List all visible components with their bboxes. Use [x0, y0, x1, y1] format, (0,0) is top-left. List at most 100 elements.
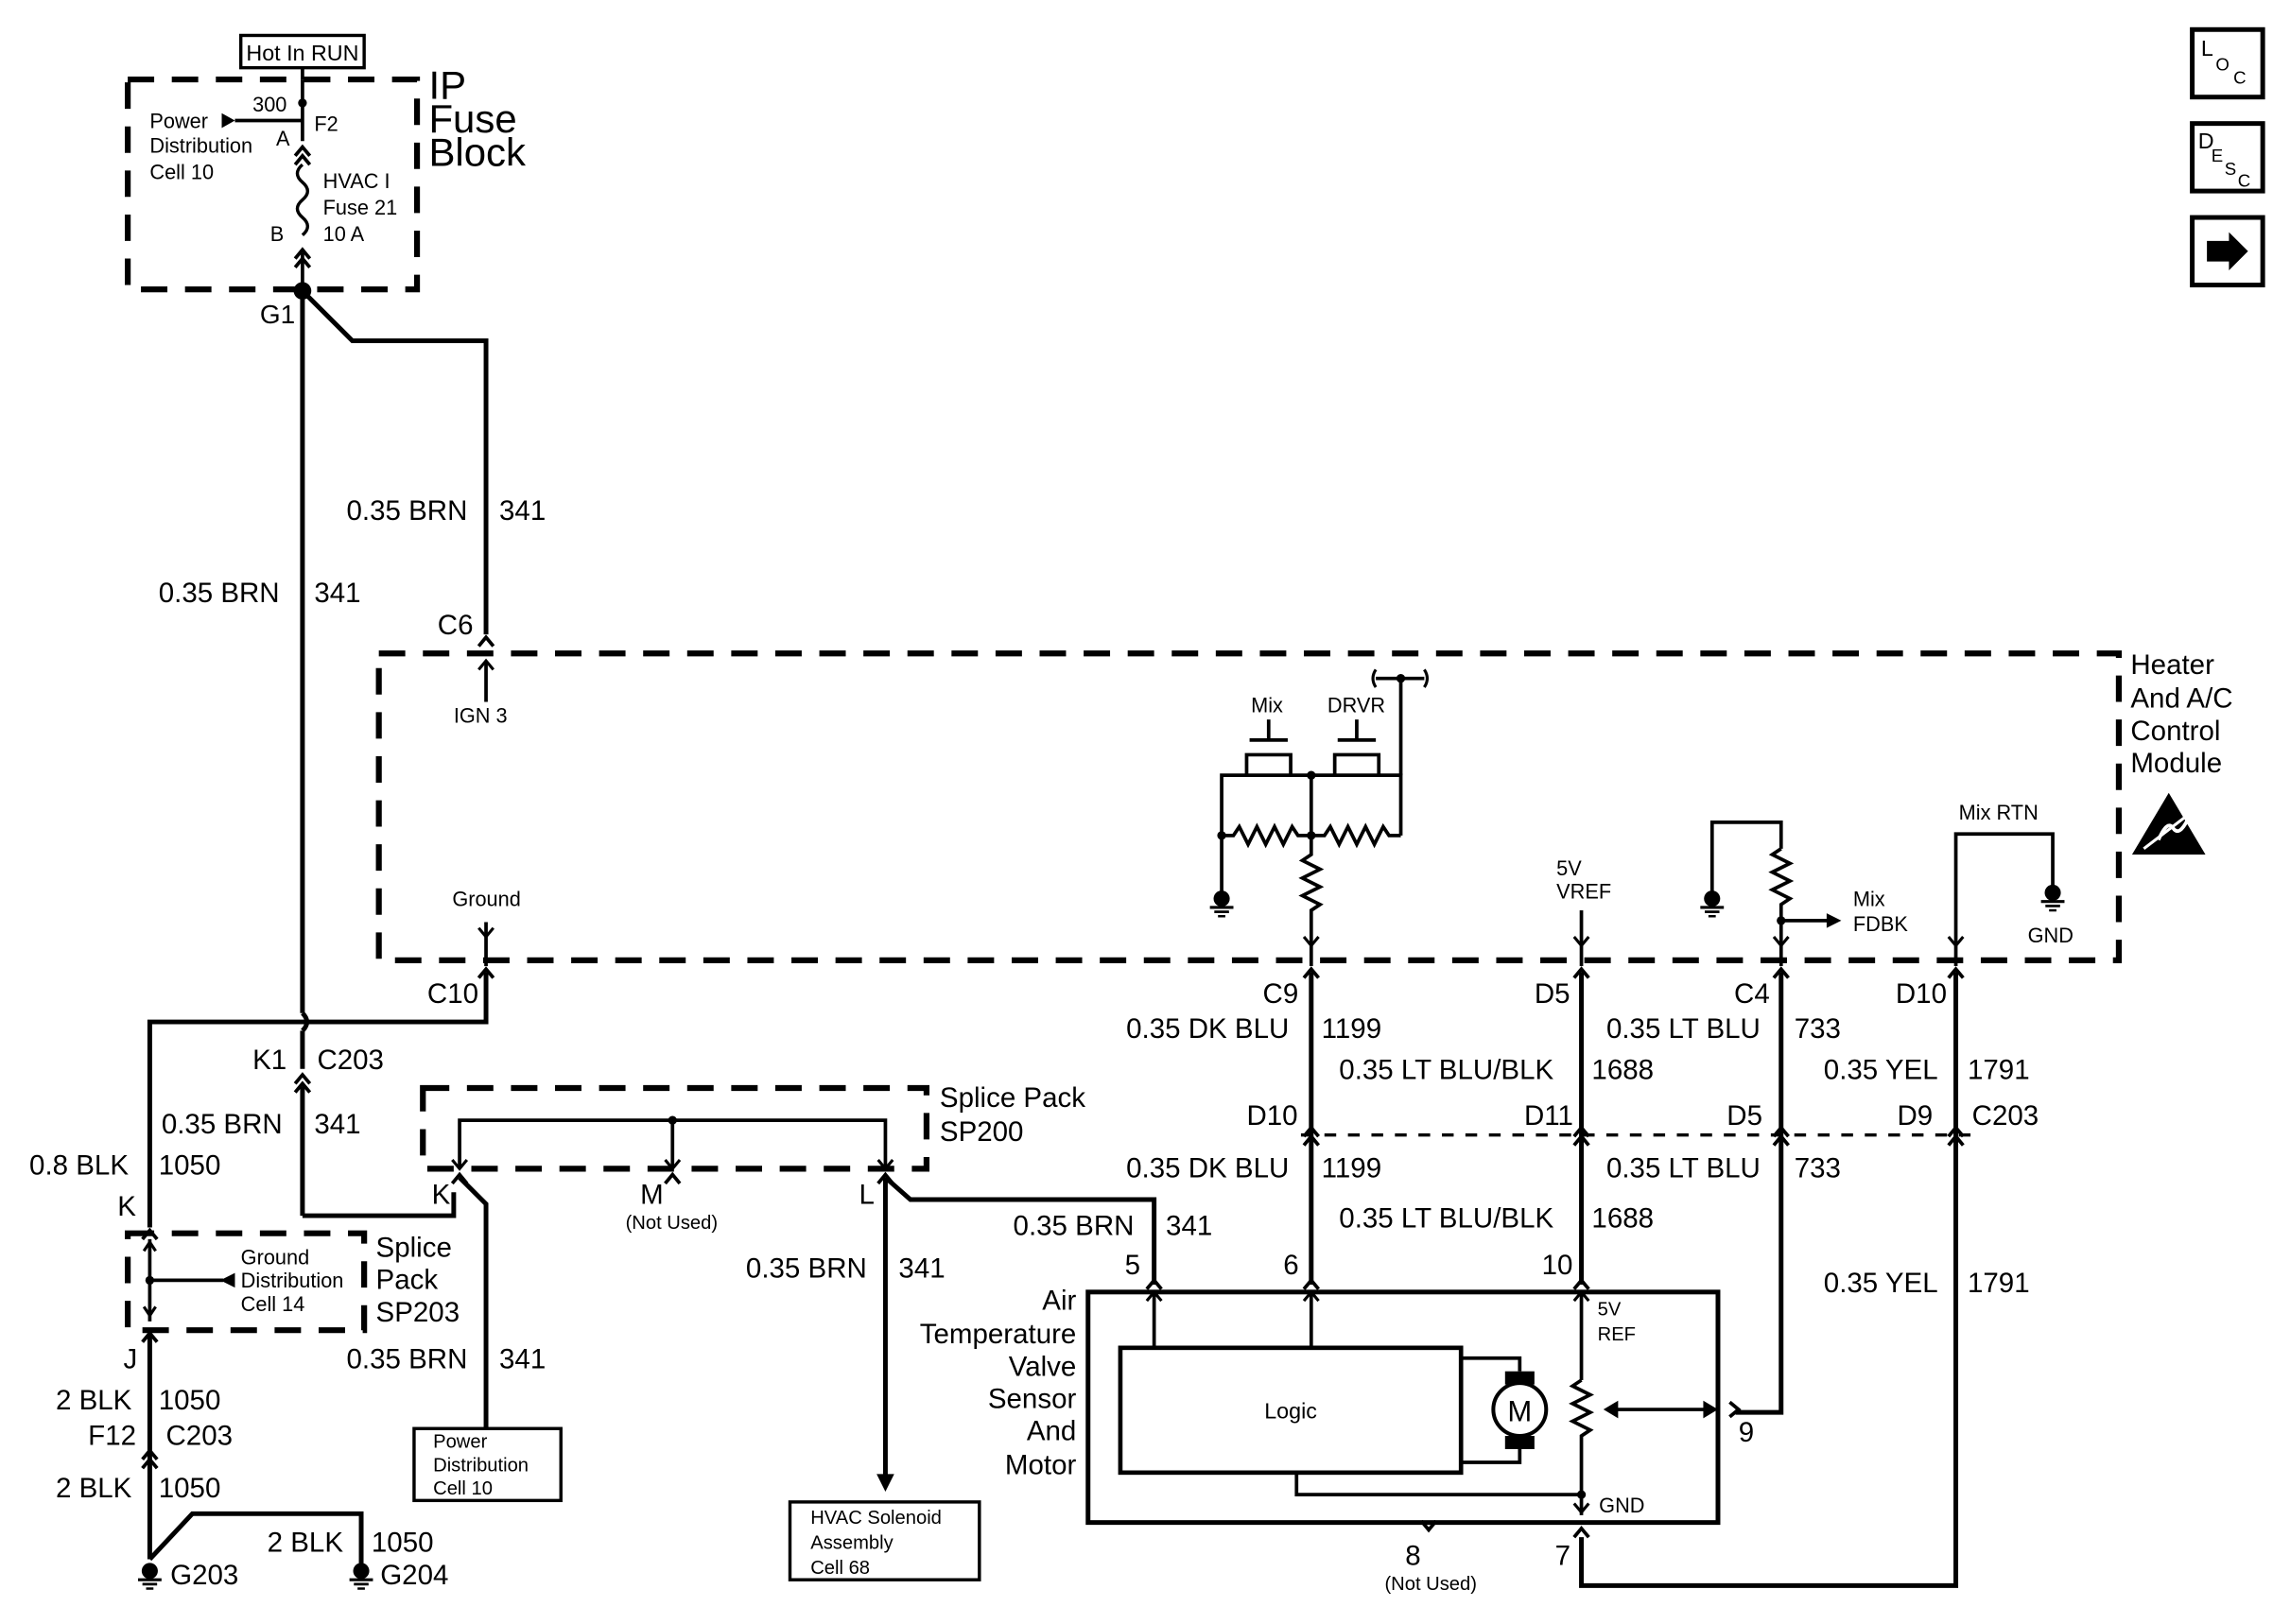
actuator-gnd-label: GND: [1599, 1494, 1644, 1517]
pin-c6: C6: [438, 610, 474, 641]
loc-button[interactable]: L O C: [2190, 26, 2265, 100]
power-dist-label-3: Cell 10: [149, 161, 214, 184]
fuse-label-1: HVAC I: [323, 169, 390, 193]
wire-circuit-1050-d: 1050: [372, 1528, 434, 1559]
wire-gauge-yel-upper: 0.35 YEL: [1824, 1055, 1938, 1086]
mix-label: Mix: [1251, 693, 1283, 717]
pin-d9-c203: D9: [1897, 1100, 1933, 1132]
sp203-title-3: SP203: [376, 1297, 460, 1328]
actuator-pin-8: 8: [1405, 1541, 1420, 1572]
desc-letter-c: C: [2238, 170, 2250, 190]
power-distribution-box[interactable]: [412, 1426, 563, 1503]
hvac-solenoid-box[interactable]: [788, 1500, 981, 1581]
hvac-control-module: Heater And A/C Control Module C6 IGN 3 G…: [375, 610, 2233, 1010]
arrow-right-icon: [1826, 913, 1842, 928]
pin-d5-c203: D5: [1726, 1100, 1762, 1132]
wire-gauge-brn-main: 0.35 BRN: [159, 578, 280, 609]
fuse-block-outline: [125, 76, 421, 293]
arrow-right-icon: [1703, 1400, 1718, 1419]
wire-gauge-2-blk-a: 2 BLK: [56, 1385, 132, 1416]
ground-icon: [348, 1561, 375, 1591]
pin-j-sp203: J: [123, 1344, 137, 1375]
wire-gauge-ltblu-upper: 0.35 LT BLU: [1606, 1013, 1761, 1045]
pin-k-sp203: K: [117, 1191, 136, 1222]
actuator-title-1: Air: [1042, 1285, 1076, 1316]
sp203-ground-dist-2: Distribution: [241, 1269, 344, 1292]
fuse-block-title-2: Fuse: [428, 96, 516, 141]
module-gnd-label: GND: [2028, 924, 2073, 947]
arrow-down-icon: [876, 1474, 894, 1493]
connector-c203-f12: C203: [165, 1420, 233, 1451]
desc-letter-e: E: [2212, 146, 2223, 165]
sp203-title-2: Pack: [376, 1265, 439, 1296]
loc-letter-c: C: [2233, 68, 2246, 88]
power-dist-box-label-2: Distribution: [433, 1455, 529, 1476]
wire-circuit-1050-a: 1050: [159, 1150, 221, 1182]
mix-fdbk-label-2: FDBK: [1853, 912, 1908, 936]
mix-rtn-label: Mix RTN: [1959, 801, 2039, 824]
connector-c203-label: C203: [1972, 1100, 2039, 1132]
wire-gauge-brn-act: 0.35 BRN: [1014, 1210, 1135, 1241]
desc-letter-d: D: [2198, 129, 2214, 153]
wire-gauge-2-blk-c: 2 BLK: [268, 1528, 344, 1559]
wire-circuit-1791-upper: 1791: [1968, 1055, 2030, 1086]
wire-gauge-brn-c6: 0.35 BRN: [347, 495, 468, 527]
esd-warning-icon: [2131, 792, 2206, 855]
power-dist-label-1: Power: [149, 109, 208, 132]
actuator-title-3: Valve: [1009, 1351, 1077, 1382]
logic-label: Logic: [1264, 1398, 1317, 1423]
wire-circuit-341-pdc: 341: [499, 1344, 546, 1375]
pin-f12: F12: [88, 1420, 136, 1451]
pin-k1: K1: [252, 1045, 286, 1076]
fuse-label-3: 10 A: [323, 222, 365, 246]
drvr-label: DRVR: [1327, 693, 1385, 717]
sp200-title-2: SP200: [940, 1116, 1024, 1148]
hvac-solenoid-label-1: HVAC Solenoid: [810, 1508, 942, 1529]
pin-a: A: [276, 127, 290, 150]
ign3-label: IGN 3: [454, 703, 508, 727]
desc-button[interactable]: D E S C: [2190, 121, 2265, 194]
logic-block: [1118, 1345, 1464, 1476]
wire-circuit-341-sol: 341: [898, 1253, 945, 1284]
mix-fdbk-label-1: Mix: [1853, 887, 1885, 910]
sp200-pin-l: L: [859, 1180, 874, 1211]
wire-gauge-dkblu-lower: 0.35 DK BLU: [1126, 1153, 1289, 1184]
actuator-pin-8-note: (Not Used): [1384, 1574, 1477, 1595]
ground-g203-label: G203: [170, 1560, 238, 1591]
wire-circuit-1050-c: 1050: [159, 1473, 221, 1504]
wire-gauge-dkblu-upper: 0.35 DK BLU: [1126, 1013, 1289, 1045]
wire-circuit-1199-lower: 1199: [1322, 1153, 1381, 1184]
actuator-pin-9: 9: [1739, 1417, 1754, 1448]
actuator-title-5: And: [1027, 1416, 1077, 1447]
wire-circuit-341-sp200: 341: [314, 1109, 360, 1140]
actuator-pin-5: 5: [1125, 1250, 1140, 1281]
sp200-pin-m: M: [640, 1180, 664, 1211]
module-outline: [375, 650, 2123, 963]
pin-d10-c203: D10: [1246, 1100, 1297, 1132]
arrow-left-icon: [219, 1272, 235, 1288]
splice-pack-sp203-outline: [125, 1230, 368, 1334]
power-dist-box-label-1: Power: [433, 1431, 487, 1452]
brn-wires: 0.35 BRN 341 0.35 BRN 341: [159, 288, 546, 1069]
module-title-3: Control: [2130, 716, 2220, 747]
wire-circuit-733-upper: 733: [1795, 1013, 1841, 1045]
module-title-1: Heater: [2130, 649, 2214, 681]
pin-d5: D5: [1535, 978, 1570, 1010]
wire-gauge-ltblu-lower: 0.35 LT BLU: [1606, 1153, 1761, 1184]
actuator-pin-10: 10: [1542, 1250, 1573, 1281]
next-page-button[interactable]: [2190, 215, 2265, 287]
air-temp-actuator: Air Temperature Valve Sensor And Motor 5…: [920, 1250, 1754, 1595]
actuator-title-2: Temperature: [920, 1319, 1077, 1350]
wire-gauge-brn-sp200: 0.35 BRN: [162, 1109, 283, 1140]
actuator-pin-6: 6: [1283, 1250, 1298, 1281]
fuse-label-2: Fuse 21: [323, 196, 398, 219]
wire-gauge-yel-lower: 0.35 YEL: [1824, 1268, 1938, 1299]
ground-circuit: 0.8 BLK 1050 K Splice Pack SP203 Ground …: [29, 972, 489, 1591]
wire-gauge-ltblublk-lower: 0.35 LT BLU/BLK: [1339, 1202, 1553, 1234]
hvac-solenoid-label-2: Assembly: [810, 1533, 894, 1554]
actuator-title-6: Motor: [1005, 1449, 1077, 1480]
module-title-4: Module: [2130, 748, 2222, 779]
wire-circuit-1688-upper: 1688: [1591, 1055, 1654, 1086]
actuator-pin-7: 7: [1555, 1541, 1570, 1572]
